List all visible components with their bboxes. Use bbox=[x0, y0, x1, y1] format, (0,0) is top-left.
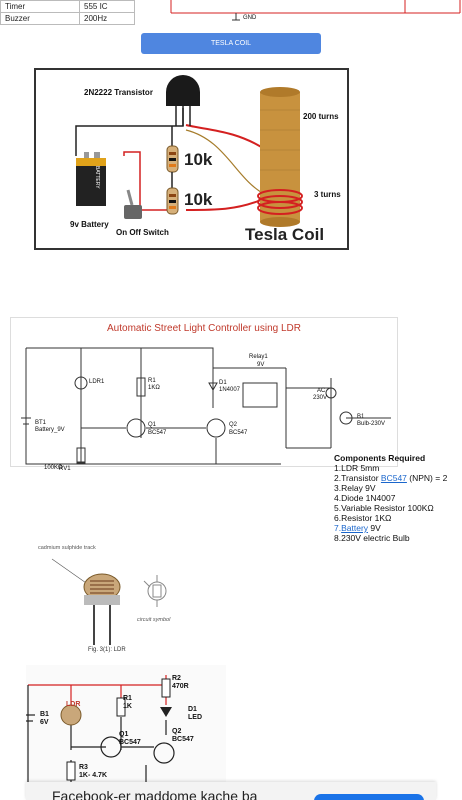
q2-circuit-value: BC547 bbox=[172, 736, 194, 743]
bulb-label: B1 bbox=[357, 414, 365, 420]
ldr-led-circuit: R2 470R LDR R1 1K B1 6V D1 LED Q1 BC547 … bbox=[26, 665, 226, 785]
table-cell: 200Hz bbox=[79, 12, 135, 25]
q2-circuit-label: Q2 bbox=[172, 728, 182, 735]
gnd-label: GND bbox=[243, 15, 257, 21]
battery-text: BATTERY bbox=[94, 166, 100, 189]
list-item: 5.Variable Resistor 100KΩ bbox=[334, 503, 434, 513]
bt1-label: BT1 bbox=[35, 420, 47, 426]
r1-value: 1KΩ bbox=[148, 385, 160, 391]
ldr-caption: Fig. 3(1): LDR bbox=[88, 647, 126, 653]
ldr-symbol-label: circuit symbol bbox=[137, 617, 171, 623]
ldr-label: LDR1 bbox=[89, 379, 105, 385]
r3-label: R3 bbox=[79, 764, 88, 771]
q1-value: BC547 bbox=[148, 430, 167, 436]
ldr-material-label: cadmium sulphide track bbox=[38, 545, 96, 551]
bc547-link[interactable]: BC547 bbox=[380, 473, 407, 483]
parts-table: Timer 555 IC Buzzer 200Hz bbox=[0, 0, 135, 25]
table-cell: 555 IC bbox=[79, 0, 135, 13]
street-light-title: Automatic Street Light Controller using … bbox=[107, 323, 301, 334]
list-item: 3.Relay 9V bbox=[334, 483, 376, 493]
q2-value: BC547 bbox=[229, 430, 248, 436]
list-item: 2.Transistor BC547 (NPN) = 2 bbox=[334, 473, 448, 483]
coil-bottom-label: 3 turns bbox=[314, 190, 341, 199]
rv1-label: RV1 bbox=[59, 466, 71, 472]
table-row: Buzzer 200Hz bbox=[0, 12, 135, 25]
r1-label: R1 bbox=[148, 378, 156, 384]
ldr-figure: cadmium sulphide track circuit symbol Fi… bbox=[34, 545, 204, 660]
relay-voltage: 9V bbox=[257, 362, 265, 368]
top-circuit-fragment bbox=[170, 0, 461, 21]
r2-label: R2 bbox=[172, 675, 181, 682]
q1-circuit-label: Q1 bbox=[119, 731, 129, 738]
r3-value: 1K- 4.7K bbox=[79, 772, 108, 779]
switch-label: On Off Switch bbox=[116, 228, 169, 237]
d1-circuit-label: D1 bbox=[188, 706, 197, 713]
r1-circuit-label: R1 bbox=[123, 695, 132, 702]
relay-label: Relay1 bbox=[249, 354, 268, 360]
components-heading: Components Required bbox=[334, 453, 426, 463]
table-cell: Timer bbox=[0, 0, 80, 13]
components-list: Components Required 1.LDR 5mm 2.Transist… bbox=[334, 453, 462, 543]
street-light-wiring bbox=[21, 347, 391, 465]
ac-value: 230V bbox=[313, 395, 328, 401]
list-item: 8.230V electric Bulb bbox=[334, 533, 410, 543]
bt1-value: Battery_9V bbox=[35, 427, 65, 433]
tesla-coil-wiring bbox=[75, 75, 303, 227]
d1-value: 1N4007 bbox=[219, 387, 241, 393]
table-cell: Buzzer bbox=[0, 12, 80, 25]
q2-label: Q2 bbox=[229, 422, 238, 428]
coil-top-label: 200 turns bbox=[303, 112, 339, 121]
rv1-value: 100KΩ bbox=[44, 465, 63, 471]
battery-link[interactable]: Battery bbox=[341, 523, 369, 533]
transistor-label: 2N2222 Transistor bbox=[84, 88, 153, 97]
diagram-title: Tesla Coil bbox=[245, 225, 325, 244]
switch-icon bbox=[124, 205, 142, 219]
ldr-led-wiring bbox=[26, 675, 175, 785]
ldr-drawing bbox=[51, 558, 167, 645]
tesla-coil-button[interactable]: TESLA COIL bbox=[141, 33, 321, 54]
list-item: 6.Resistor 1KΩ bbox=[334, 513, 392, 523]
ldr-label-text: LDR bbox=[66, 701, 81, 708]
list-item: 4.Diode 1N4007 bbox=[334, 493, 396, 503]
d1-label: D1 bbox=[219, 380, 227, 386]
r2-value: 470R bbox=[172, 683, 189, 690]
bulb-value: Bulb-230V bbox=[357, 421, 386, 427]
transistor-icon bbox=[166, 75, 200, 106]
list-item: 1.LDR 5mm bbox=[334, 463, 380, 473]
b1-label: B1 bbox=[40, 711, 49, 718]
b1-value: 6V bbox=[40, 719, 49, 726]
banner-action-button[interactable] bbox=[314, 794, 424, 800]
r1-circuit-value: 1K bbox=[123, 703, 132, 710]
battery-label: 9v Battery bbox=[70, 220, 109, 229]
q1-circuit-value: BC547 bbox=[119, 739, 141, 746]
bottom-banner[interactable]: Facebook-er maddome kache ba bbox=[26, 782, 436, 800]
tesla-coil-diagram: 2N2222 Transistor 10k 10k 200 turns 3 tu… bbox=[34, 68, 349, 250]
banner-text: Facebook-er maddome kache ba bbox=[52, 788, 258, 800]
ac-label: AC bbox=[317, 388, 326, 394]
resistor-2-label: 10k bbox=[184, 190, 213, 209]
street-light-diagram: Automatic Street Light Controller using … bbox=[10, 317, 398, 472]
q1-label: Q1 bbox=[148, 422, 157, 428]
d1-circuit-value: LED bbox=[188, 714, 202, 721]
table-row: Timer 555 IC bbox=[0, 0, 135, 13]
resistor-1-label: 10k bbox=[184, 150, 213, 169]
list-item: 7.Battery 9V bbox=[334, 523, 381, 533]
